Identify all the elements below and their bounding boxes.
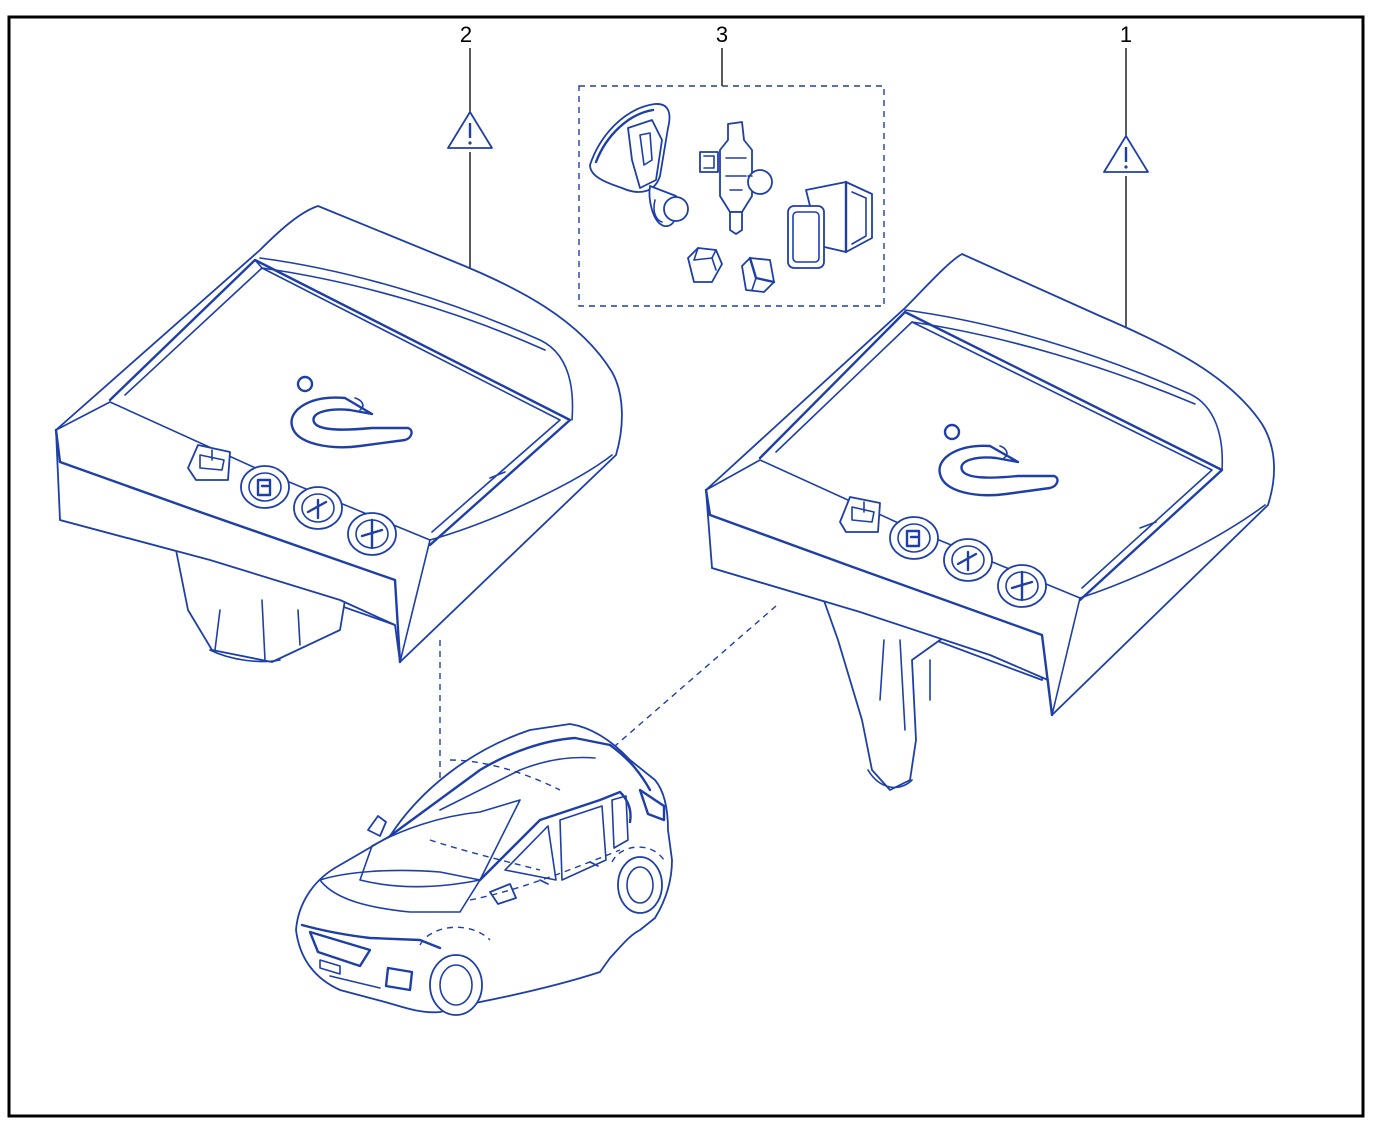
console-controls xyxy=(839,496,1047,608)
end-cap xyxy=(741,256,776,293)
callout-3-number: 3 xyxy=(716,22,728,47)
callout-2-number: 2 xyxy=(460,22,472,47)
callout-1: 1 xyxy=(1103,22,1149,328)
vehicle-illustration xyxy=(295,723,673,1016)
callout-3: 3 xyxy=(716,22,728,86)
warning-triangle-icon xyxy=(1103,135,1149,173)
hex-nut xyxy=(687,247,723,283)
wireless-charger-console-1 xyxy=(704,253,1275,791)
qi-logo-icon xyxy=(290,375,413,449)
console-controls xyxy=(187,444,397,556)
wireless-charger-console-2 xyxy=(54,205,623,664)
phone-cradle xyxy=(787,180,873,269)
callout-1-number: 1 xyxy=(1120,22,1132,47)
vent-clip-mount xyxy=(699,121,773,235)
diagram-frame xyxy=(7,15,1365,1118)
warning-triangle-icon xyxy=(447,111,493,149)
qi-logo-icon xyxy=(938,423,1059,497)
callout-2: 2 xyxy=(447,22,493,275)
suction-cup-mount xyxy=(589,103,689,227)
accessory-kit xyxy=(578,85,885,307)
